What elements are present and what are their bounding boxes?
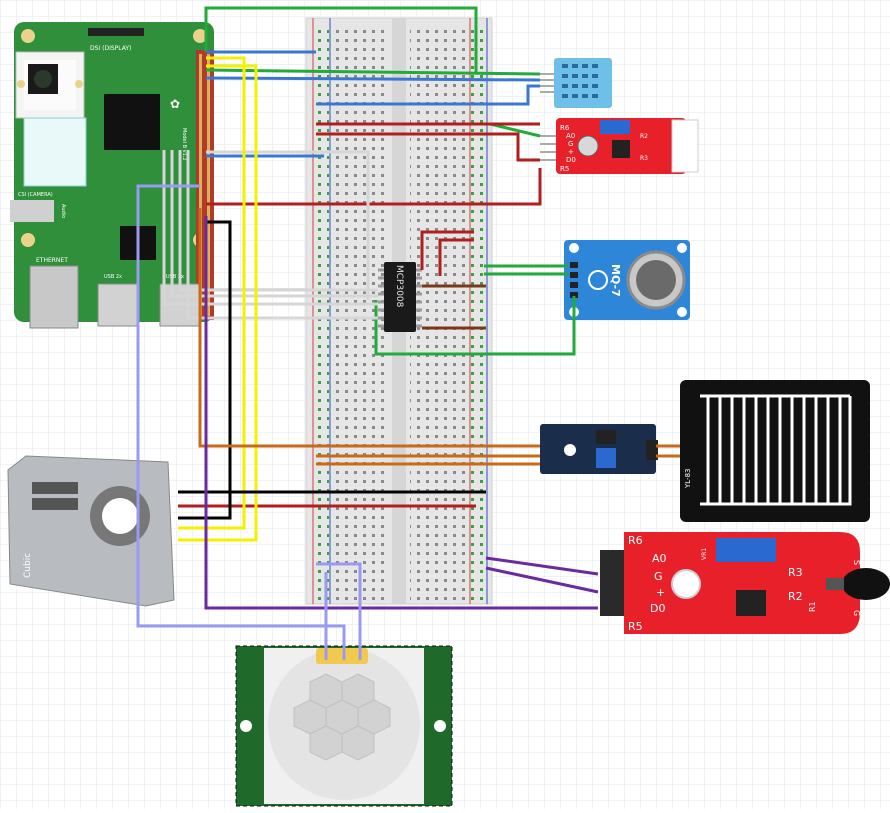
sound-pin-d0: D0 [566, 156, 576, 164]
microphone-icon [577, 135, 599, 157]
mq7-label: MQ-7 [609, 264, 622, 297]
ethernet-label: ETHERNET [36, 257, 68, 264]
dsi-label: DSI (DISPLAY) [90, 45, 131, 52]
flame-pin-plus: + [656, 586, 665, 599]
sound-ref-r5: R5 [560, 165, 569, 173]
flame-ref-r6: R6 [628, 534, 643, 547]
wire-purple-2 [485, 556, 599, 576]
wire-red-chip-2 [438, 238, 474, 276]
csi-label: CSI (CAMERA) [18, 192, 53, 198]
sound-pin-a0: A0 [566, 132, 575, 140]
sound-sensor-module: R6 A0 G + D0 R5 R2 R3 [540, 118, 699, 174]
power-led-icon [588, 270, 608, 290]
camera-lens-icon [34, 70, 52, 88]
wire-red-sound-2 [316, 132, 540, 162]
audio-jack [10, 200, 54, 222]
pir-sensor [235, 645, 453, 807]
potentiometer [600, 120, 630, 134]
power-rail-right [471, 25, 487, 600]
flame-sensor-module: R6 A0 G + D0 R5 R3 R2 R1 VR1 S G [600, 532, 890, 634]
pm-sensor: Cubic [7, 455, 175, 607]
raspberry-pi-board: DSI (DISPLAY) ✿ Model B v1.2 CSI (CAMERA… [10, 22, 214, 329]
wires [136, 6, 680, 660]
sound-ref-r3: R3 [640, 155, 648, 162]
power-rail-left [313, 25, 329, 600]
rpi-logo-icon: ✿ [170, 97, 180, 111]
wire-white-4 [162, 150, 378, 306]
wire-white-3 [170, 150, 378, 298]
flame-ref-g: G [852, 610, 861, 616]
mcp3008-chip: MCP3008 [378, 262, 422, 332]
usb-label-1: USB 2x [104, 274, 122, 280]
chip-label: MCP3008 [394, 265, 404, 308]
flame-pin-d0: D0 [650, 602, 665, 615]
flame-ref-r2: R2 [788, 590, 803, 603]
flame-pin-g: G [654, 570, 663, 583]
wire-green-mq7-c [374, 296, 576, 356]
rain-sensor-plate: YL-83 [680, 380, 870, 522]
wire-green-top [204, 6, 478, 72]
wire-blue-2 [205, 76, 541, 82]
wire-black-1 [178, 220, 232, 520]
flame-ref-r5: R5 [628, 620, 643, 633]
wire-red-sound-3 [206, 168, 542, 206]
ethernet-port [29, 265, 79, 329]
wire-white-5 [186, 150, 378, 320]
rain-potentiometer [596, 448, 616, 468]
audio-label: Audio [60, 204, 66, 218]
wire-white-1 [206, 150, 370, 300]
terminal-strip-right [410, 25, 466, 600]
pir-pin-header [316, 648, 368, 664]
wire-green-dht [205, 68, 541, 76]
model-label: Model B v1.2 [181, 128, 187, 161]
wire-lavender-2 [316, 562, 362, 660]
wire-yellow-1 [178, 56, 246, 530]
rain-sensor-module [540, 424, 658, 474]
wire-green-sound [489, 122, 541, 138]
wire-lavender-1 [136, 184, 346, 660]
rain-comparator-chip [596, 430, 616, 444]
wire-yellow-2 [178, 64, 258, 542]
wire-purple-3 [485, 566, 599, 594]
flame-ref-vr1: VR1 [701, 548, 708, 560]
flame-pin-a0: A0 [652, 552, 667, 565]
soc-chip [104, 94, 160, 150]
sound-ref-r6: R6 [560, 124, 570, 132]
pm-vent [32, 482, 78, 494]
sound-pin-g: G [568, 140, 573, 148]
wire-orange-1 [198, 208, 540, 448]
mq7-gas-sensor: MQ-7 [564, 240, 690, 320]
sound-ref-r2: R2 [640, 133, 648, 140]
usb-label-2: USB 2x [166, 274, 184, 280]
dht11-sensor [540, 58, 612, 108]
usb-port-1 [97, 283, 139, 327]
wire-purple-1 [204, 216, 598, 610]
flame-ref-r1: R1 [808, 601, 817, 612]
rain-plate-label: YL-83 [684, 469, 692, 490]
fresnel-lens-icon [293, 673, 391, 761]
terminal-strip-left [334, 25, 388, 600]
ir-receiver-icon [842, 568, 890, 600]
flame-ref-r3: R3 [788, 566, 803, 579]
wire-white-2 [178, 150, 378, 292]
flame-potentiometer [716, 538, 776, 562]
camera-ribbon [23, 117, 87, 187]
flame-comparator-chip [736, 590, 766, 616]
wire-blue-3 [316, 84, 540, 106]
flame-ref-s: S [852, 560, 861, 565]
pm-brand: Cubic [23, 553, 33, 578]
comparator-chip [612, 140, 630, 158]
wire-red-chip-1 [420, 230, 474, 270]
sound-pin-plus: + [568, 148, 574, 156]
